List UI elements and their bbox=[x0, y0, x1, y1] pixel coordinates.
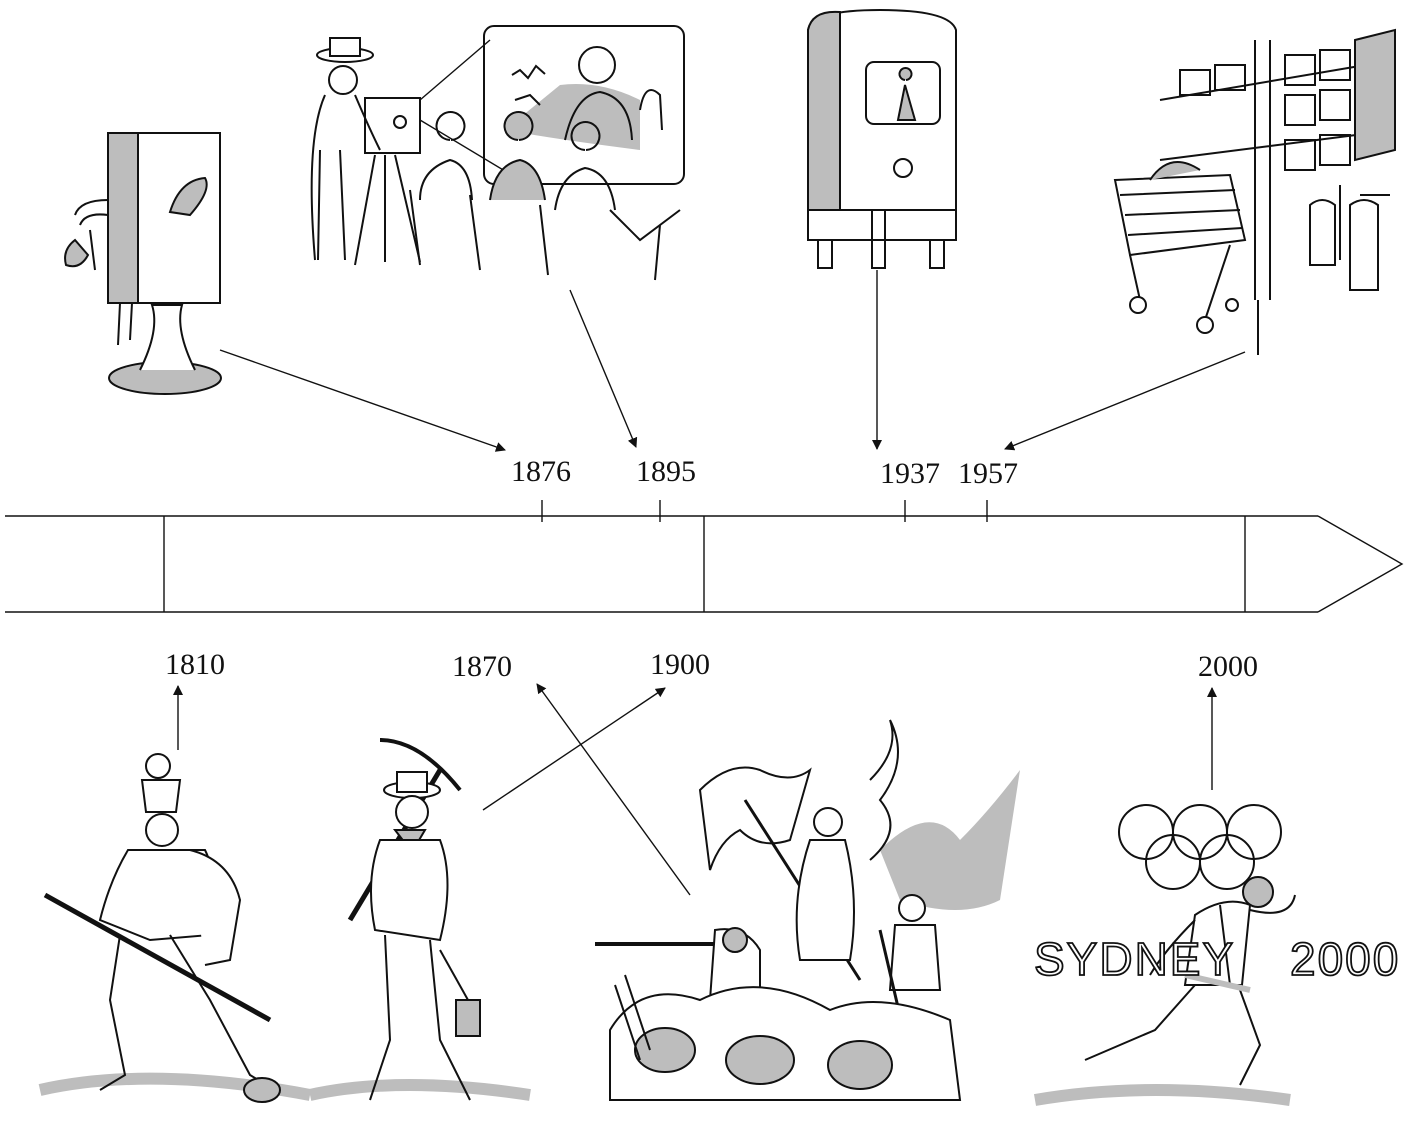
olympics-sign-left: SYDNEY bbox=[1034, 933, 1235, 985]
olympics-sign-right: 2000 bbox=[1290, 933, 1400, 985]
olympic-rings-icon bbox=[1118, 804, 1282, 890]
television-illustration bbox=[807, 8, 957, 269]
year-label-1810: 1810 bbox=[165, 648, 225, 681]
year-label-1957: 1957 bbox=[958, 457, 1018, 490]
soldier-illustration bbox=[38, 753, 312, 1103]
year-label-2000: 2000 bbox=[1198, 650, 1258, 683]
arrow-miner bbox=[482, 687, 666, 811]
miner-illustration bbox=[308, 738, 531, 1101]
supermarket-illustration bbox=[1113, 10, 1400, 355]
arrow-revolution bbox=[536, 683, 691, 896]
timeline-band bbox=[5, 500, 1404, 613]
year-label-1937: 1937 bbox=[880, 457, 940, 490]
year-label-1870: 1870 bbox=[452, 650, 512, 683]
arrow-cinema bbox=[569, 289, 638, 448]
year-label-1876: 1876 bbox=[511, 455, 571, 488]
year-label-1895: 1895 bbox=[636, 455, 696, 488]
telephone-illustration bbox=[64, 132, 222, 395]
cinema-illustration bbox=[310, 25, 685, 281]
arrow-telephone bbox=[219, 349, 506, 452]
arrow-supermarket bbox=[1004, 351, 1246, 451]
olympic-runner-illustration bbox=[1033, 804, 1296, 1106]
year-label-1900: 1900 bbox=[650, 648, 710, 681]
revolution-illustration bbox=[595, 719, 1020, 1101]
